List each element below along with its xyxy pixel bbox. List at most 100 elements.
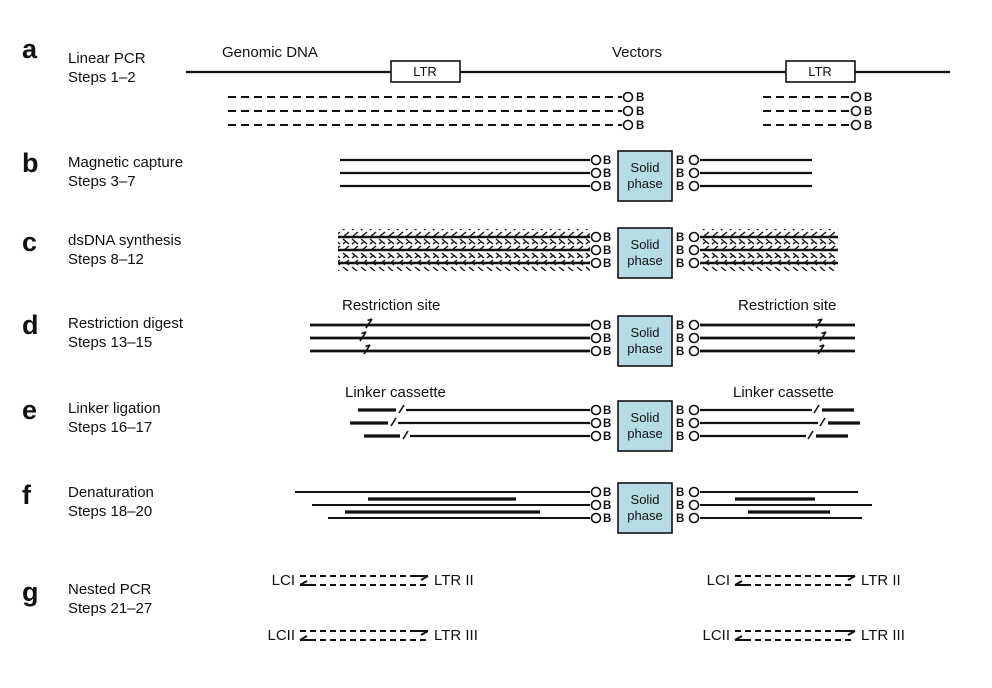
biotin-circle [688,512,700,524]
solid-phase-box [617,227,673,279]
restriction-site-mark [365,318,373,329]
panel-d-title: Restriction digest [68,315,184,332]
solid-phase-box [617,482,673,534]
panel-a: a Linear PCR Steps 1–2 Genomic DNA Vecto… [22,34,950,132]
biotin-circle [590,154,602,166]
dsdna-texture [338,255,590,262]
primer-arrow [420,575,429,581]
panel-letter-a: a [22,34,38,64]
panel-c-title: dsDNA synthesis [68,232,181,249]
biotin-label: B [603,513,611,525]
panel-e: e Linker ligation Steps 16–17 Linker cas… [22,384,860,452]
biotin-label: B [603,346,611,358]
restriction-site-mark [815,318,823,329]
ligation-nick-mark [819,417,826,427]
biotin-circle [850,119,862,131]
ligation-nick-mark [402,430,409,440]
biotin-label: B [603,487,611,499]
dsdna-texture [338,238,590,245]
solid-phase-label-1: Solid [631,410,660,425]
primer-arrow [420,630,429,636]
biotin-circle [688,180,700,192]
solid-phase-label-1: Solid [631,160,660,175]
ltr-box-left [390,60,461,83]
biotin-label: B [676,168,684,180]
primer-arrow [734,580,743,586]
biotin-circle [590,167,602,179]
genomic-dna-label: Genomic DNA [222,44,318,61]
biotin-label: B [603,418,611,430]
ligation-nick-mark [813,404,820,414]
biotin-circle [688,257,700,269]
restriction-site-label-left: Restriction site [342,297,440,314]
dsdna-texture [338,251,590,258]
biotin-label: B [603,431,611,443]
dsdna-texture [700,255,838,262]
ligation-nick-mark [390,417,397,427]
biotin-circle [590,417,602,429]
biotin-circle [688,417,700,429]
biotin-circle [688,499,700,511]
panel-b-steps: Steps 3–7 [68,173,136,190]
biotin-circle [590,231,602,243]
panel-d: d Restriction digest Steps 13–15 Restric… [22,297,855,367]
panel-letter-f: f [22,480,32,510]
panel-letter-c: c [22,227,37,257]
biotin-label: B [636,106,644,118]
ligation-nick-mark [807,430,814,440]
biotin-label: B [676,333,684,345]
biotin-label: B [636,120,644,132]
biotin-label: B [603,155,611,167]
panel-f-steps: Steps 18–20 [68,503,152,520]
biotin-label: B [676,487,684,499]
biotin-label: B [636,92,644,104]
linker-cassette-label-left: Linker cassette [345,384,446,401]
biotin-circle [590,332,602,344]
biotin-circle [590,345,602,357]
restriction-site-mark [363,344,371,355]
biotin-circle [590,404,602,416]
panel-a-title: Linear PCR [68,50,146,67]
biotin-label: B [676,320,684,332]
lci-label: LCI [707,572,730,589]
biotin-circle [688,244,700,256]
biotin-label: B [676,245,684,257]
biotin-label: B [676,258,684,270]
biotin-label: B [603,181,611,193]
biotin-label: B [603,232,611,244]
biotin-label: B [676,513,684,525]
panel-a-steps: Steps 1–2 [68,69,136,86]
biotin-circle [622,119,634,131]
biotin-circle [590,499,602,511]
biotin-label: B [864,120,872,132]
biotin-label: B [603,168,611,180]
panel-letter-d: d [22,310,39,340]
biotin-circle [688,345,700,357]
biotin-circle [622,91,634,103]
solid-phase-label-1: Solid [631,492,660,507]
linker-cassette-label-right: Linker cassette [733,384,834,401]
biotin-circle [850,105,862,117]
solid-phase-box [617,400,673,452]
biotin-label: B [676,155,684,167]
biotin-label: B [676,405,684,417]
panel-f: f Denaturation Steps 18–20 B B B Solid p… [22,480,872,534]
biotin-circle [590,180,602,192]
restriction-site-mark [359,331,367,342]
restriction-site-mark [819,331,827,342]
dsdna-texture [700,242,838,249]
panel-g-steps: Steps 21–27 [68,600,152,617]
biotin-label: B [864,92,872,104]
primer-arrow [299,580,308,586]
biotin-label: B [603,320,611,332]
biotin-circle [850,91,862,103]
biotin-label: B [603,405,611,417]
biotin-circle [590,244,602,256]
ltr-box-right [785,60,856,83]
solid-phase-box [617,315,673,367]
solid-phase-label-2: phase [627,176,662,191]
biotin-label: B [603,258,611,270]
biotin-label: B [676,431,684,443]
ligation-nick-mark [398,404,405,414]
